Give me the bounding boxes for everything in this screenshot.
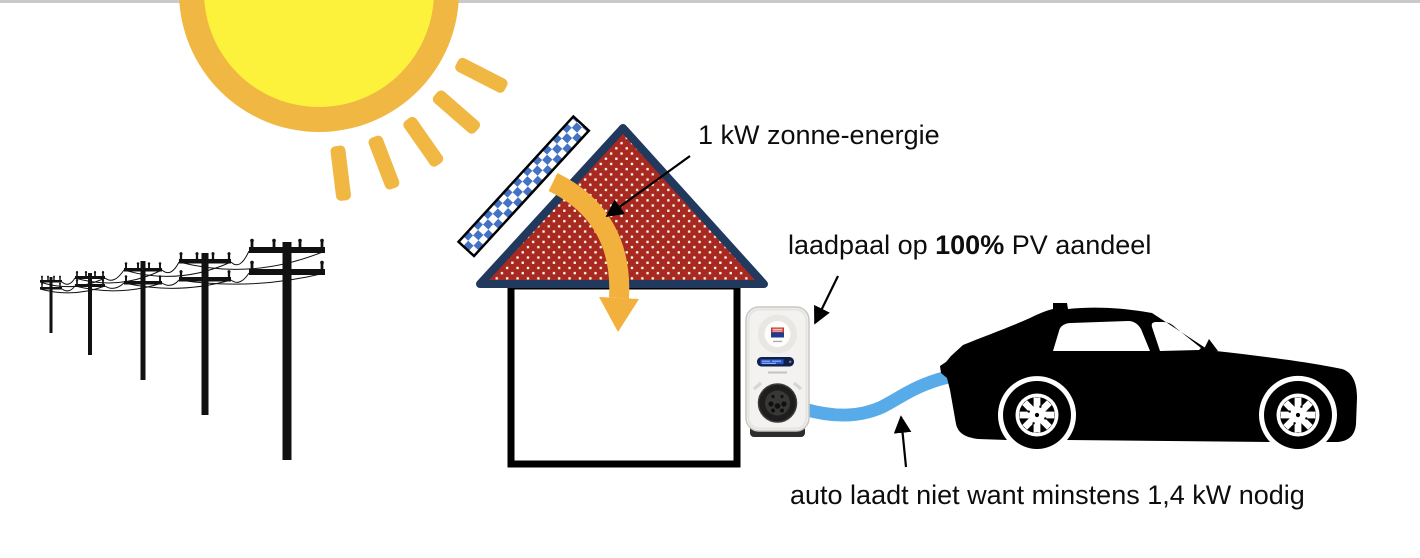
charger-label-percentage: 100% bbox=[935, 230, 1005, 260]
charger-socket bbox=[752, 381, 803, 423]
sun-icon bbox=[179, 0, 508, 201]
charger-label-suffix: PV aandeel bbox=[1004, 230, 1152, 260]
sun-core bbox=[204, 0, 434, 107]
solar-energy-label: 1 kW zonne-energie bbox=[698, 120, 940, 150]
solar-label-arrow bbox=[605, 155, 691, 218]
charger-label: laadpaal op 100% PV aandeel bbox=[788, 229, 1151, 262]
sun-rays bbox=[330, 57, 508, 201]
solar-energy-arrow-icon bbox=[548, 173, 639, 332]
annotation-arrows bbox=[605, 155, 912, 468]
charging-cable bbox=[797, 370, 955, 422]
top-border-line bbox=[0, 0, 1420, 3]
car-mirror bbox=[1203, 339, 1218, 351]
charger-display bbox=[757, 357, 794, 367]
power-line-wires bbox=[39, 250, 326, 294]
ev-charger-icon bbox=[745, 306, 810, 437]
charger-label-arrow bbox=[814, 275, 839, 325]
power-lines-icon bbox=[39, 238, 326, 460]
car-rear-wheel bbox=[1003, 381, 1071, 449]
power-line-poles bbox=[40, 238, 325, 460]
car-not-charging-label: auto laadt niet want minstens 1,4 kW nod… bbox=[790, 480, 1305, 510]
car-icon bbox=[940, 303, 1357, 449]
car-body bbox=[940, 303, 1357, 442]
charger-label-prefix: laadpaal op bbox=[788, 230, 936, 260]
charger-brand-text bbox=[768, 371, 787, 374]
solar-panel-icon bbox=[456, 114, 591, 258]
charger-logo bbox=[771, 327, 784, 343]
car-front-wheel bbox=[1264, 381, 1332, 449]
cable-label-arrow bbox=[893, 415, 912, 468]
